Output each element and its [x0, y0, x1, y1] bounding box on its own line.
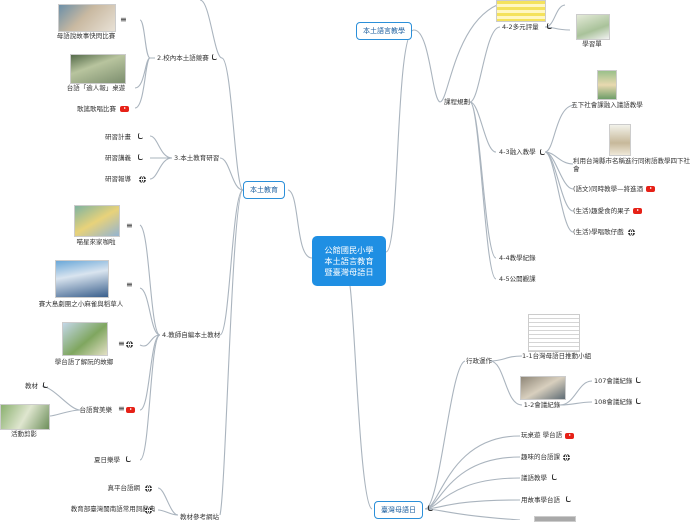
youtube-icon[interactable]	[565, 433, 574, 439]
study-slides-label: 研習講義	[105, 154, 131, 162]
grade5-label: 五下社會課融入議語教學	[571, 101, 643, 109]
activities-thumbnail[interactable]	[0, 404, 50, 430]
grade5-thumbnail[interactable]	[597, 70, 617, 100]
campus-contest-label[interactable]: 2.校內本土語競賽	[157, 54, 209, 62]
resources-label[interactable]: 教材參考網站	[180, 513, 219, 521]
resource1-label: 真平台語網	[107, 484, 141, 492]
note-icon[interactable]: ≡	[118, 339, 125, 348]
link-icon[interactable]	[636, 377, 643, 384]
root-title-line2: 本土語言教育	[324, 255, 374, 266]
curriculum-label[interactable]: 課程規劃	[444, 98, 470, 106]
root-title-line1: 公館國民小學	[324, 244, 374, 255]
link-icon[interactable]	[138, 133, 145, 140]
link-icon[interactable]	[566, 496, 573, 503]
worksheet-thumbnail[interactable]	[576, 14, 610, 40]
link-icon[interactable]	[552, 474, 559, 481]
contest-photo-thumbnail[interactable]	[58, 4, 116, 32]
meeting-108-label: 108會議紀錄	[594, 398, 633, 406]
activities-label: 活動剪影	[11, 430, 37, 438]
city-poem-label: 利用台灣縣市名稱進行同術語教學四下社會	[573, 157, 690, 174]
local-study-label[interactable]: 3.本土教育研習	[174, 154, 220, 162]
globe-icon[interactable]	[126, 341, 133, 348]
music-label: 台語賞美樂	[79, 406, 113, 414]
link-icon[interactable]	[636, 398, 643, 405]
partial-thumbnail[interactable]	[534, 516, 576, 522]
globe-icon[interactable]	[145, 507, 152, 514]
boardgame-label: 玩桌遊 學台語	[521, 431, 563, 439]
link-icon[interactable]	[212, 54, 219, 61]
link-icon[interactable]	[540, 149, 547, 156]
material3-thumbnail[interactable]	[62, 322, 108, 356]
eval-label[interactable]: 4-2多元評量	[502, 23, 539, 31]
root-node[interactable]: 公館國民小學 本土語言教育 暨臺灣母語日	[312, 236, 386, 286]
material1-label: 喵星來家咖啦	[76, 238, 116, 246]
integrate-label[interactable]: 4-3融入教學	[499, 148, 536, 156]
eval-thumbnail[interactable]	[496, 0, 546, 22]
opera-label: (生活)學唱歌仔戲	[573, 228, 624, 236]
admin-label[interactable]: 行政運作	[466, 357, 492, 365]
resource2-label: 教育部臺灣閩南語常用詞辭典	[70, 505, 156, 513]
branch-local-language-teaching[interactable]: 本土語言教學	[356, 22, 412, 40]
branch-mother-language-day[interactable]: 臺灣母語日	[374, 501, 423, 519]
globe-icon[interactable]	[139, 176, 146, 183]
globe-icon[interactable]	[628, 229, 635, 236]
rhyme-label: (語文)同時教學—將進酒	[573, 185, 644, 193]
song-contest-label: 歌謠歌唱比賽	[77, 105, 116, 113]
teaching-materials-label: 教材	[25, 382, 38, 390]
link-icon[interactable]	[428, 505, 435, 512]
meeting-label: 1-2會議紀錄	[523, 401, 561, 409]
study-plan-label: 研習計畫	[105, 133, 131, 141]
material3-label: 學台語了解阮的故鄉	[54, 358, 114, 366]
teacher-materials-label[interactable]: 4.教師自編本土教材	[162, 331, 221, 339]
note-icon[interactable]: ≡	[120, 15, 127, 24]
study-report-label: 研習報導	[105, 175, 131, 183]
youtube-icon[interactable]	[646, 186, 655, 192]
plan-label: 1-1台灣母語日推動小組	[522, 352, 592, 360]
globe-icon[interactable]	[563, 454, 570, 461]
fruit-label: (生活)趣愛食的果子	[573, 207, 631, 215]
meeting-107-label: 107會議紀錄	[594, 377, 633, 385]
youtube-icon[interactable]	[120, 106, 129, 112]
poem-thumbnail[interactable]	[609, 124, 631, 156]
youtube-icon[interactable]	[126, 407, 135, 413]
publish-label[interactable]: 4-5公開觀課	[499, 275, 536, 283]
lesson-label: 議語教學	[521, 474, 547, 482]
story-label: 用故事學台語	[521, 496, 560, 504]
meeting-thumbnail[interactable]	[520, 376, 566, 400]
contest-story-label: 母語說故事快閃比賽	[56, 32, 116, 40]
link-icon[interactable]	[547, 23, 554, 30]
link-icon[interactable]	[43, 382, 50, 389]
youtube-icon[interactable]	[633, 208, 642, 214]
taiwanese-boardgame-label: 台語「逾人報」桌遊	[66, 84, 126, 92]
plan-thumbnail[interactable]	[528, 314, 580, 352]
material2-label: 賽大島劇團之小麻雀與稻草人	[38, 300, 124, 308]
branch-local-education[interactable]: 本土教育	[243, 181, 285, 199]
record-label[interactable]: 4-4教學紀錄	[499, 254, 536, 262]
root-title-line3: 暨臺灣母語日	[324, 266, 374, 277]
fun-lesson-label: 趣味的台語課	[521, 453, 560, 461]
note-icon[interactable]: ≡	[126, 221, 133, 230]
note-icon[interactable]: ≡	[118, 404, 125, 413]
globe-icon[interactable]	[145, 485, 152, 492]
boardgame-photo-thumbnail[interactable]	[70, 54, 126, 84]
material1-thumbnail[interactable]	[74, 205, 120, 237]
material2-thumbnail[interactable]	[55, 260, 109, 298]
summer-label: 夏日樂學	[94, 456, 120, 464]
worksheet-label: 學習單	[582, 40, 602, 48]
note-icon[interactable]: ≡	[126, 280, 133, 289]
link-icon[interactable]	[126, 456, 133, 463]
link-icon[interactable]	[138, 154, 145, 161]
